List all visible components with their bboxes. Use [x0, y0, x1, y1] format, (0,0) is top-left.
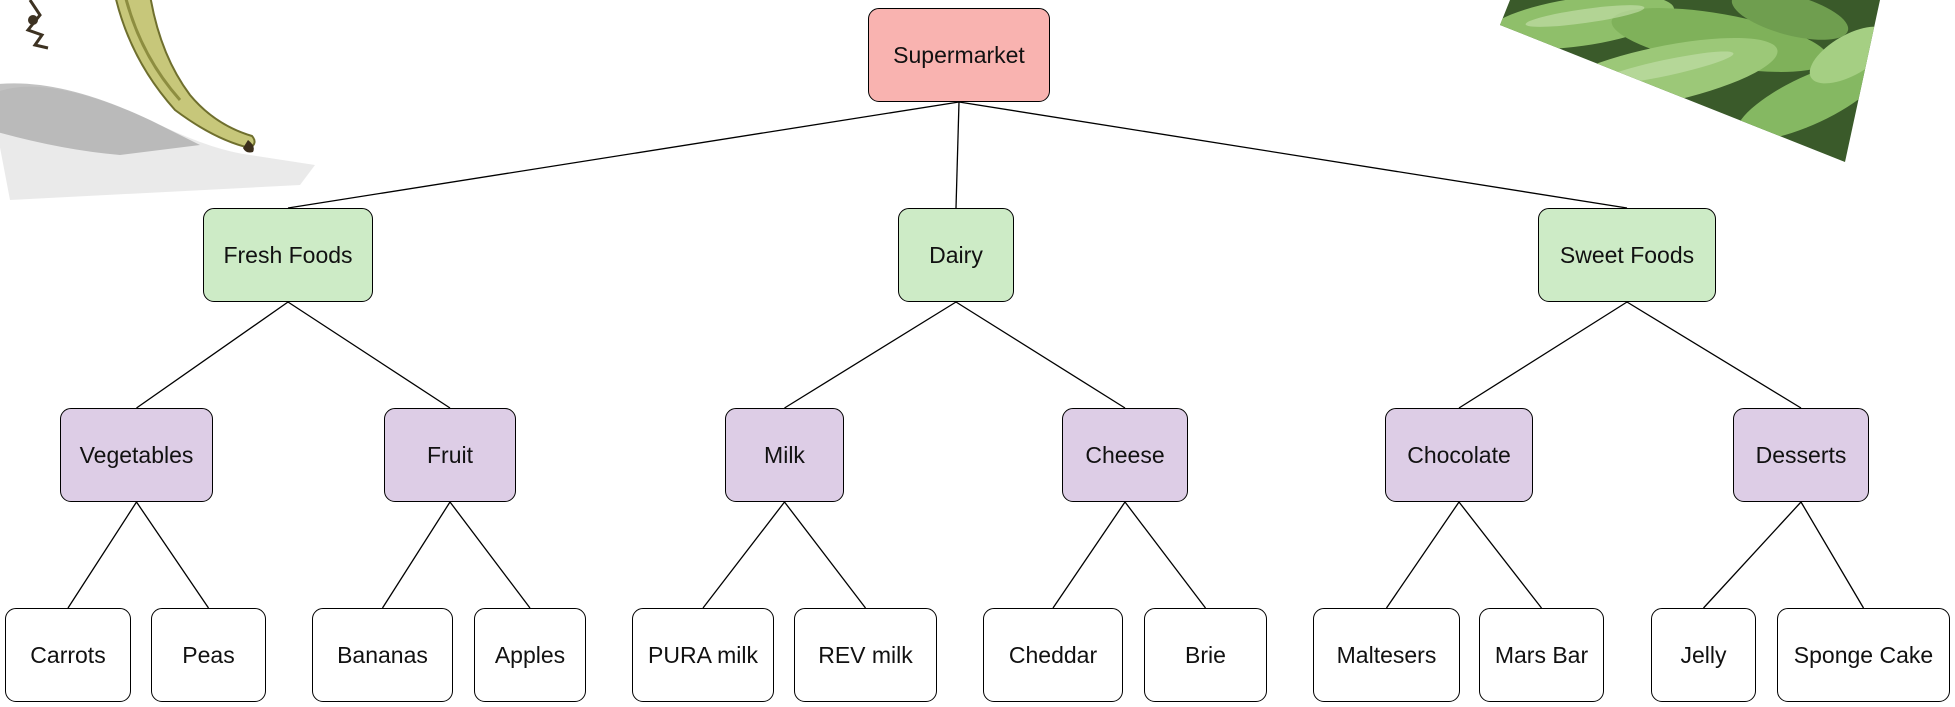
root-node-supermarket: Supermarket: [868, 8, 1050, 102]
edge-cheese-brie: [1124, 501, 1207, 609]
category-label: Sweet Foods: [1559, 241, 1695, 268]
banana-photo: [0, 0, 320, 205]
item-label: Maltesers: [1336, 641, 1437, 668]
item-node-peas: Peas: [151, 608, 266, 702]
item-node-rev-milk: REV milk: [794, 608, 937, 702]
group-node-milk: Milk: [725, 408, 844, 502]
category-node-fresh-foods: Fresh Foods: [203, 208, 373, 302]
item-label: REV milk: [818, 641, 913, 668]
edge-fresh-foods-vegetables: [136, 301, 289, 409]
edge-root-sweet-foods: [958, 101, 1628, 209]
edge-root-dairy: [955, 101, 960, 209]
edge-vegetables-carrots: [67, 501, 138, 609]
item-node-pura-milk: PURA milk: [632, 608, 774, 702]
item-label: Cheddar: [1008, 641, 1098, 668]
group-node-desserts: Desserts: [1733, 408, 1869, 502]
edge-desserts-sponge-cake: [1800, 501, 1865, 609]
edge-desserts-jelly: [1703, 501, 1802, 609]
item-label: Bananas: [337, 641, 428, 668]
item-node-brie: Brie: [1144, 608, 1267, 702]
edge-cheese-cheddar: [1052, 501, 1126, 609]
root-label: Supermarket: [893, 41, 1025, 68]
category-label: Dairy: [929, 241, 983, 268]
group-node-fruit: Fruit: [384, 408, 516, 502]
item-node-mars-bar: Mars Bar: [1479, 608, 1604, 702]
edge-dairy-milk: [784, 301, 957, 409]
edge-sweet-foods-desserts: [1626, 301, 1802, 409]
group-node-vegetables: Vegetables: [60, 408, 213, 502]
item-label: Carrots: [30, 641, 106, 668]
edge-fruit-bananas: [381, 501, 451, 609]
group-label: Vegetables: [79, 441, 194, 468]
edge-milk-pura-milk: [702, 501, 786, 609]
item-node-bananas: Bananas: [312, 608, 453, 702]
edge-fresh-foods-fruit: [287, 301, 451, 409]
peas-photo: [1490, 0, 1890, 165]
item-node-cheddar: Cheddar: [983, 608, 1123, 702]
item-label: Apples: [494, 641, 566, 668]
category-label: Fresh Foods: [223, 241, 353, 268]
item-label: PURA milk: [648, 641, 758, 668]
edge-chocolate-mars-bar: [1458, 501, 1543, 609]
edge-chocolate-maltesers: [1385, 501, 1460, 609]
group-label: Chocolate: [1407, 441, 1511, 468]
edge-fruit-apples: [449, 501, 531, 609]
item-label: Sponge Cake: [1793, 641, 1934, 668]
group-node-cheese: Cheese: [1062, 408, 1188, 502]
edge-milk-rev-milk: [783, 501, 867, 609]
group-label: Desserts: [1755, 441, 1847, 468]
item-label: Brie: [1185, 641, 1226, 668]
item-node-apples: Apples: [474, 608, 586, 702]
item-label: Jelly: [1680, 641, 1727, 668]
item-node-jelly: Jelly: [1651, 608, 1756, 702]
group-label: Fruit: [427, 441, 473, 468]
item-label: Peas: [182, 641, 235, 668]
edge-dairy-cheese: [955, 301, 1126, 409]
group-label: Milk: [764, 441, 805, 468]
item-node-sponge-cake: Sponge Cake: [1777, 608, 1950, 702]
item-label: Mars Bar: [1494, 641, 1589, 668]
category-node-dairy: Dairy: [898, 208, 1014, 302]
item-node-maltesers: Maltesers: [1313, 608, 1460, 702]
group-label: Cheese: [1085, 441, 1165, 468]
edge-root-fresh-foods: [287, 101, 960, 209]
edge-sweet-foods-chocolate: [1458, 301, 1628, 409]
edge-vegetables-peas: [135, 501, 210, 609]
category-node-sweet-foods: Sweet Foods: [1538, 208, 1716, 302]
group-node-chocolate: Chocolate: [1385, 408, 1533, 502]
item-node-carrots: Carrots: [5, 608, 131, 702]
